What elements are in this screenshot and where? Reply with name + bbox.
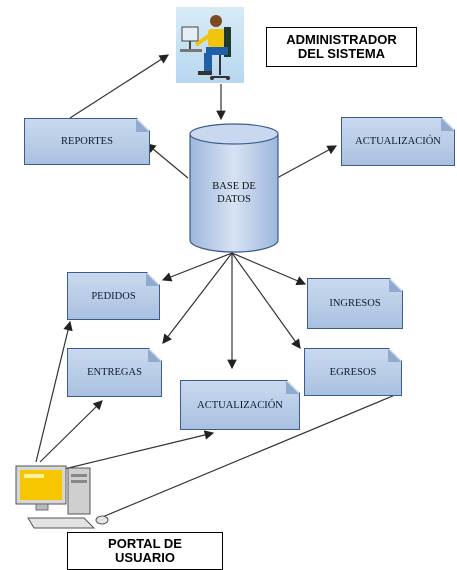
doc-ingresos: INGRESOS (307, 278, 403, 329)
admin-label: ADMINISTRADOR DEL SISTEMA (266, 27, 417, 67)
doc-actualizacion-bottom: ACTUALIZACIÓN (180, 380, 300, 430)
arrow-db-to-pedidos (161, 252, 233, 282)
doc-pedidos: PEDIDOS (67, 272, 160, 320)
doc-pedidos-label: PEDIDOS (91, 290, 136, 302)
doc-actualizacion-top-label: ACTUALIZACIÓN (355, 136, 441, 147)
database-cylinder (189, 123, 279, 253)
arrow-db-to-egresos (231, 252, 301, 349)
arrow-reportes-to-admin (69, 54, 170, 119)
doc-egresos: EGRESOS (304, 348, 402, 396)
arrow-db-to-ingresos (231, 252, 307, 286)
arrow-portal-to-entregas (39, 400, 103, 463)
doc-entregas: ENTREGAS (67, 348, 162, 397)
line-egresos-to-portal (99, 394, 396, 519)
portal-label: PORTAL DE USUARIO (67, 532, 223, 570)
arrow-db-to-reportes (146, 143, 189, 179)
doc-actualizacion-bottom-label: ACTUALIZACIÓN (197, 399, 283, 411)
arrow-portal-to-pedidos (35, 320, 73, 463)
doc-reportes: REPORTES (24, 118, 150, 165)
admin-illustration (176, 7, 244, 83)
doc-entregas-label: ENTREGAS (87, 367, 142, 378)
doc-ingresos-label: INGRESOS (329, 298, 381, 309)
arrow-db-to-entregas (162, 252, 233, 344)
doc-reportes-label: REPORTES (61, 136, 113, 147)
doc-actualizacion-top: ACTUALIZACIÓN (341, 117, 455, 166)
database-label: BASE DE DATOS (212, 181, 256, 205)
arrow-db-to-actualizacion-top (276, 145, 338, 179)
arrow-portal-to-actualizacion (59, 430, 215, 471)
doc-egresos-label: EGRESOS (329, 366, 377, 378)
desktop-computer-icon (15, 465, 109, 529)
user-at-computer-icon (180, 15, 231, 80)
